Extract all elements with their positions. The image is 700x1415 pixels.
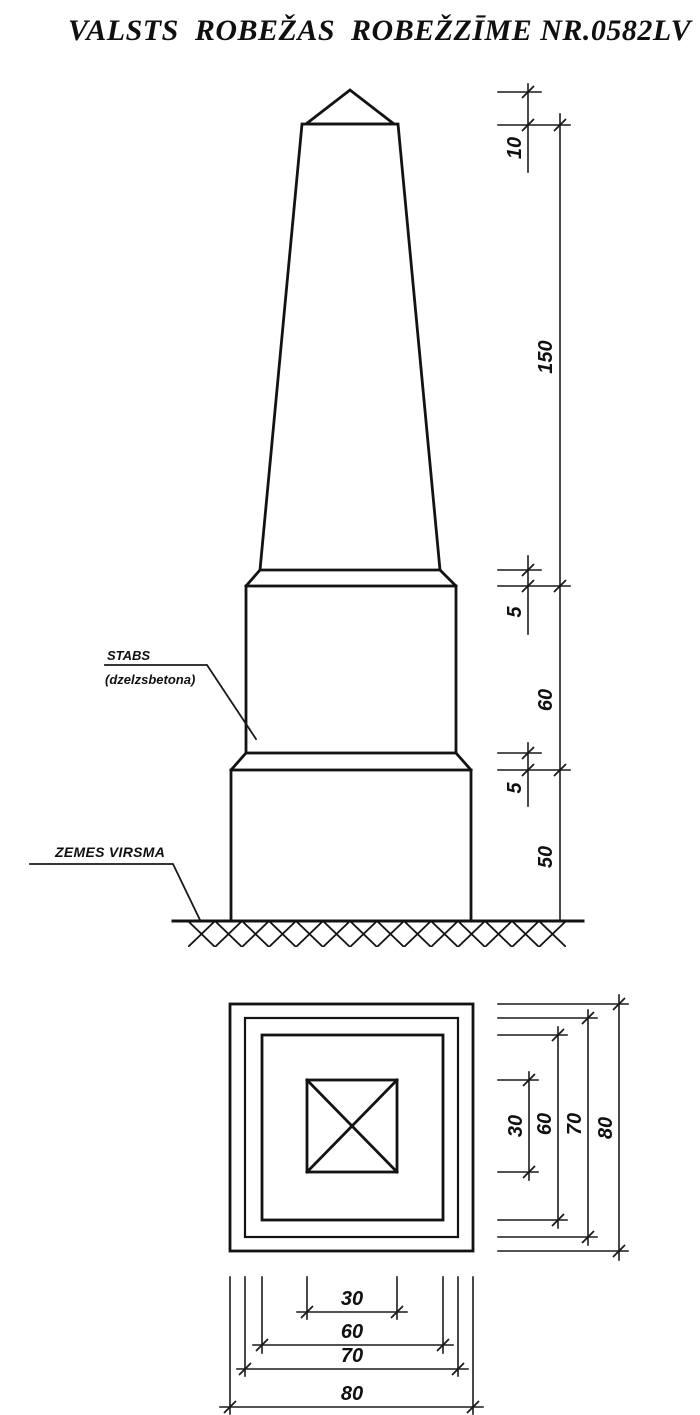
elevation-dimension-lines [521,83,567,922]
dim-label-bottom-70: 70 [341,1345,363,1367]
dim-label-base-height: 50 [535,846,557,868]
stabs-material-label: (dzelzsbetona) [105,672,195,687]
obelisk-chamfer-left-upper [244,568,262,588]
obelisk-pyramid-cap [301,88,399,126]
plan-right-extension-lines [497,1003,629,1252]
plan-bottom-dimension-labels: 30 60 70 80 [341,1288,363,1405]
dim-label-bottom-30: 30 [341,1288,363,1310]
plan-square-70 [243,1016,460,1239]
dim-label-collar-height: 60 [535,689,557,711]
obelisk-base [229,768,473,923]
dim-label-right-60: 60 [534,1113,556,1135]
plan-bottom-dimension-lines [219,1305,484,1414]
dim-label-right-30: 30 [505,1115,527,1137]
plan-square-80 [228,1002,475,1253]
plan-diagonal-2 [305,1078,399,1174]
obelisk-collar [244,584,458,755]
plan-square-30 [305,1078,399,1174]
dim-label-shaft-height: 150 [535,340,557,373]
dim-label-right-80: 80 [595,1117,617,1139]
dim-label-lower-lip: 5 [504,782,526,794]
dim-label-bottom-60: 60 [341,1321,363,1343]
plan-bottom-extension-lines [229,1276,474,1415]
dim-label-upper-lip: 5 [504,606,526,618]
plan-right-dimension-labels: 30 60 70 80 [505,1113,617,1139]
plan-right-dimension-lines [522,994,626,1261]
dim-label-bottom-80: 80 [341,1383,363,1405]
elevation-dimension-labels: 10 150 5 60 5 50 [504,137,557,868]
stabs-leader-line [104,664,258,741]
plan-square-60 [260,1033,445,1222]
dim-label-right-70: 70 [564,1113,586,1135]
obelisk-shaft [258,122,442,572]
ground-leader-line [29,863,202,922]
ground-surface-label: ZEMES VIRSMA [54,844,165,860]
drawing-title: VALSTS ROBEŽAS ROBEŽZĪME NR.0582LV [68,14,694,47]
elevation-view: STABS (dzelzsbetona) ZEMES VIRSMA [29,88,585,947]
ground-hatching [188,921,566,947]
obelisk-chamfer-right-upper [438,568,458,588]
stabs-label: STABS [107,648,150,663]
plan-view [228,1002,475,1253]
dim-label-pyramid-height: 10 [504,137,526,159]
obelisk-chamfer-left-lower [229,751,248,772]
obelisk-chamfer-right-lower [454,751,473,772]
